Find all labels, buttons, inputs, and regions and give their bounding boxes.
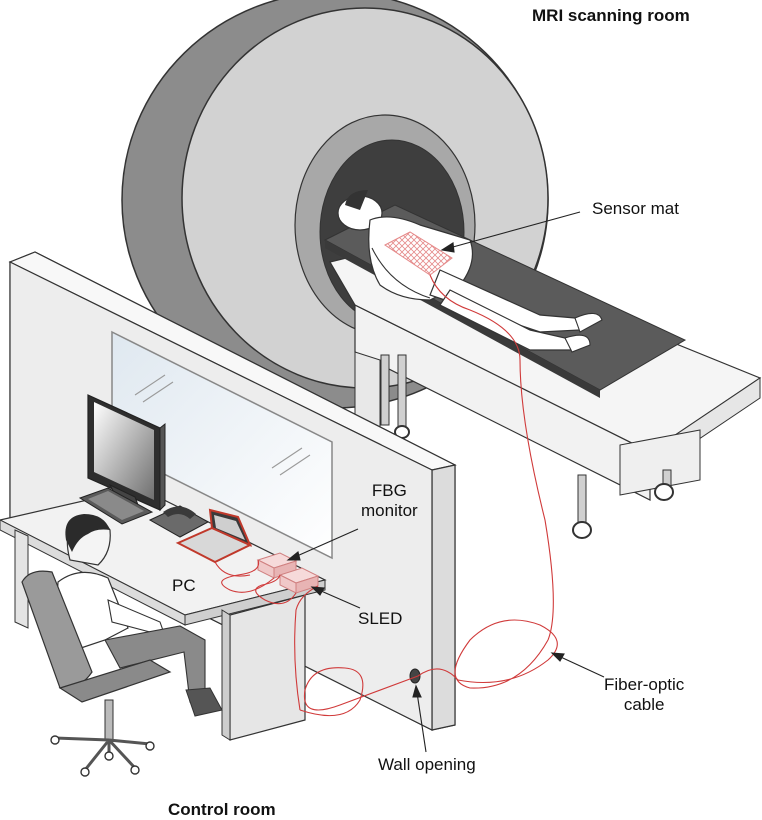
telephone — [148, 505, 210, 538]
wall-opening-label: Wall opening — [378, 755, 476, 774]
desk — [0, 487, 327, 741]
fbg-monitor-label: FBG monitor — [361, 481, 418, 520]
mri-room-title: MRI scanning room — [532, 6, 690, 25]
fiber-optic-cable — [214, 274, 558, 717]
sensor-mat-label: Sensor mat — [592, 199, 679, 218]
fiber-optic-cable-label: Fiber-optic cable — [604, 675, 685, 714]
keyboard — [78, 487, 154, 525]
fbg-monitor-box — [256, 552, 298, 579]
desktop-monitor — [87, 394, 166, 512]
sensor-mat — [384, 231, 453, 276]
wall-opening — [409, 668, 421, 684]
laptop-pc — [175, 508, 253, 564]
callout-arrows — [286, 211, 605, 753]
control-room-title: Control room — [168, 800, 276, 819]
pc-label: PC — [172, 576, 196, 595]
sled-label: SLED — [358, 609, 403, 628]
office-chair — [21, 570, 172, 777]
